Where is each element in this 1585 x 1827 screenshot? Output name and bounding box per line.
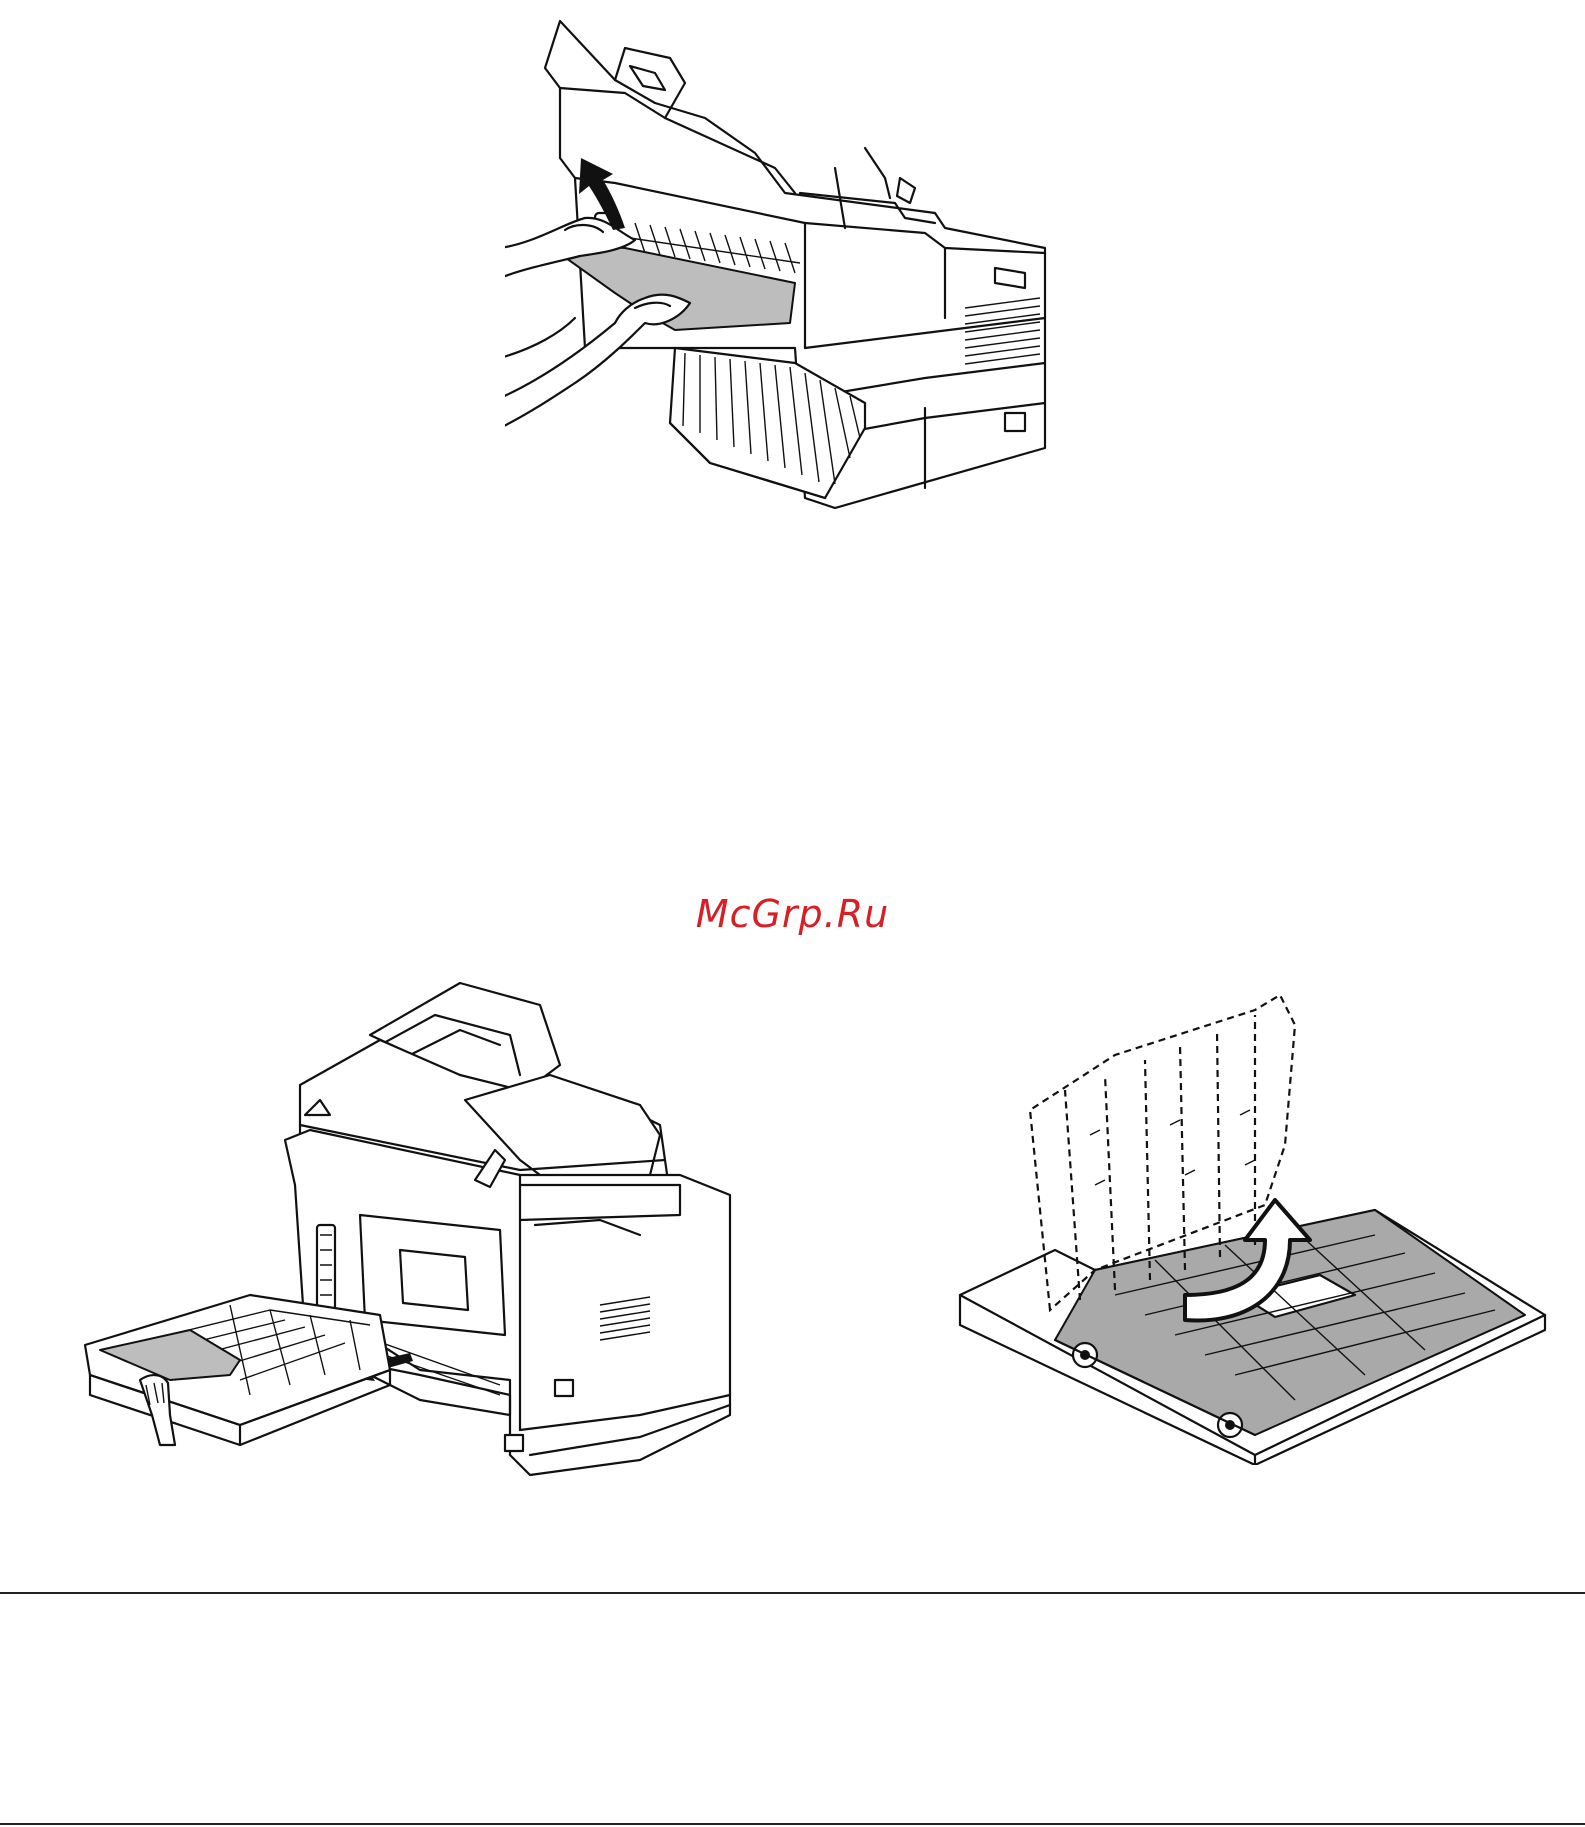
- bottom-divider: [0, 1823, 1585, 1825]
- duplex-cover-illustration: [955, 995, 1555, 1465]
- duplex-unit-icon: [960, 1210, 1545, 1465]
- watermark-text: McGrp.Ru: [0, 892, 1585, 936]
- rear-jam-illustration: [505, 18, 1110, 523]
- tray-removal-illustration: [80, 975, 740, 1575]
- horizontal-divider: [0, 1592, 1585, 1594]
- paper-tray-icon: [85, 1295, 390, 1445]
